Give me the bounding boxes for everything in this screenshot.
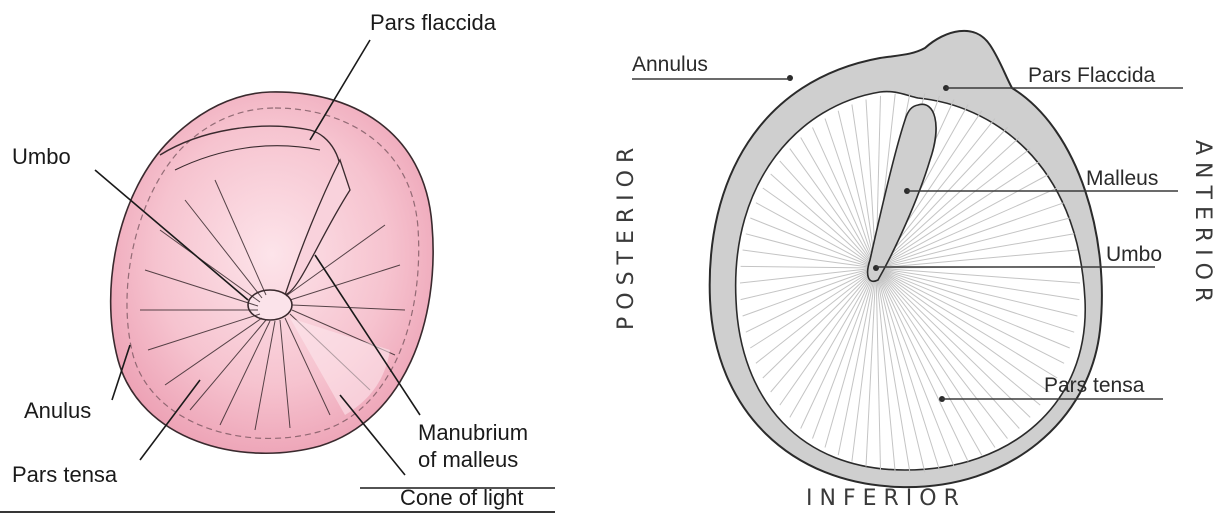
left-eardrum-illustration bbox=[111, 92, 433, 453]
label-anulus-left: Anulus bbox=[24, 398, 91, 423]
label-malleus-right: Malleus bbox=[1086, 167, 1158, 190]
label-cone-of-light: Cone of light bbox=[400, 485, 524, 510]
label-pars-flaccida-left: Pars flaccida bbox=[370, 10, 497, 35]
orientation-posterior: POSTERIOR bbox=[614, 141, 639, 330]
label-annulus-right: Annulus bbox=[632, 53, 708, 76]
label-pars-tensa-left: Pars tensa bbox=[12, 462, 118, 487]
orientation-anterior: ANTERIOR bbox=[1190, 140, 1215, 309]
label-umbo-right: Umbo bbox=[1106, 243, 1162, 266]
right-umbo-dot bbox=[873, 265, 879, 271]
orientation-inferior: INFERIOR bbox=[806, 486, 966, 511]
label-pars-flaccida-right: Pars Flaccida bbox=[1028, 64, 1156, 87]
right-eardrum-schematic bbox=[710, 31, 1102, 487]
label-manubrium-line2: of malleus bbox=[418, 447, 518, 472]
label-pars-tensa-right: Pars tensa bbox=[1044, 374, 1145, 397]
label-umbo-left: Umbo bbox=[12, 144, 71, 169]
right-annulus-dot bbox=[787, 75, 793, 81]
label-manubrium-line1: Manubrium bbox=[418, 420, 528, 445]
